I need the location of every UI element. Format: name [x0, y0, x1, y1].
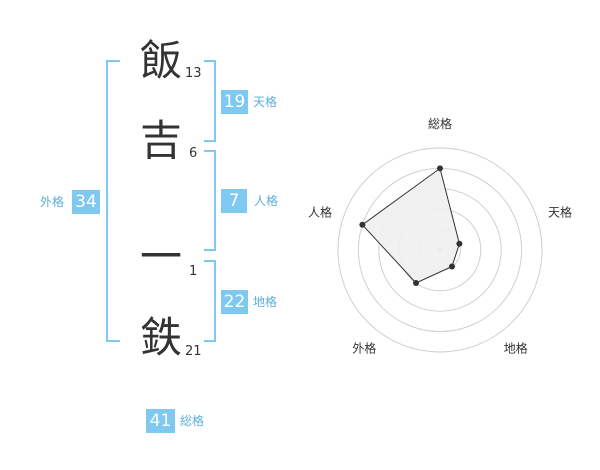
radar-point-1 [437, 165, 443, 172]
radar-axis-label-2: 天格 [548, 204, 572, 219]
stroke-count-2: 6 [189, 146, 198, 161]
gaikaku-bracket [106, 60, 120, 342]
radar-point-2 [456, 240, 463, 247]
stroke-count-1: 13 [185, 66, 202, 81]
radar-point-5 [359, 221, 366, 228]
jinkaku-value: 7 [221, 189, 247, 213]
jinkaku-bracket [204, 150, 216, 251]
tenkaku-bracket [204, 60, 216, 142]
name-char-1: 飯 [139, 36, 182, 85]
radar-grid-ring [337, 147, 543, 353]
radar-axis-label-4: 外格 [352, 341, 376, 356]
soukaku-value: 41 [146, 409, 175, 433]
radar-axis-label-3: 地格 [504, 341, 528, 356]
gaikaku-label: 外格 [40, 195, 65, 209]
jinkaku-label: 人格 [254, 194, 279, 208]
radar-axis-label-1: 総格 [428, 116, 452, 131]
name-char-2: 吉 [139, 116, 182, 165]
radar-axis-label-5: 人格 [308, 204, 332, 219]
stroke-count-4: 21 [185, 344, 202, 359]
name-char-3: 一 [139, 232, 182, 281]
radar-point-4 [413, 280, 420, 287]
soukaku-label: 総格 [180, 414, 205, 428]
chikaku-label: 地格 [253, 295, 278, 309]
tenkaku-value: 19 [221, 90, 248, 114]
radar-point-3 [448, 263, 455, 270]
chikaku-value: 22 [221, 290, 248, 314]
radar-data-area [361, 167, 460, 284]
chikaku-bracket [204, 260, 216, 342]
gaikaku-value: 34 [72, 190, 100, 214]
name-char-4: 鉄 [139, 313, 182, 362]
tenkaku-label: 天格 [253, 95, 278, 109]
stroke-count-3: 1 [189, 264, 198, 279]
